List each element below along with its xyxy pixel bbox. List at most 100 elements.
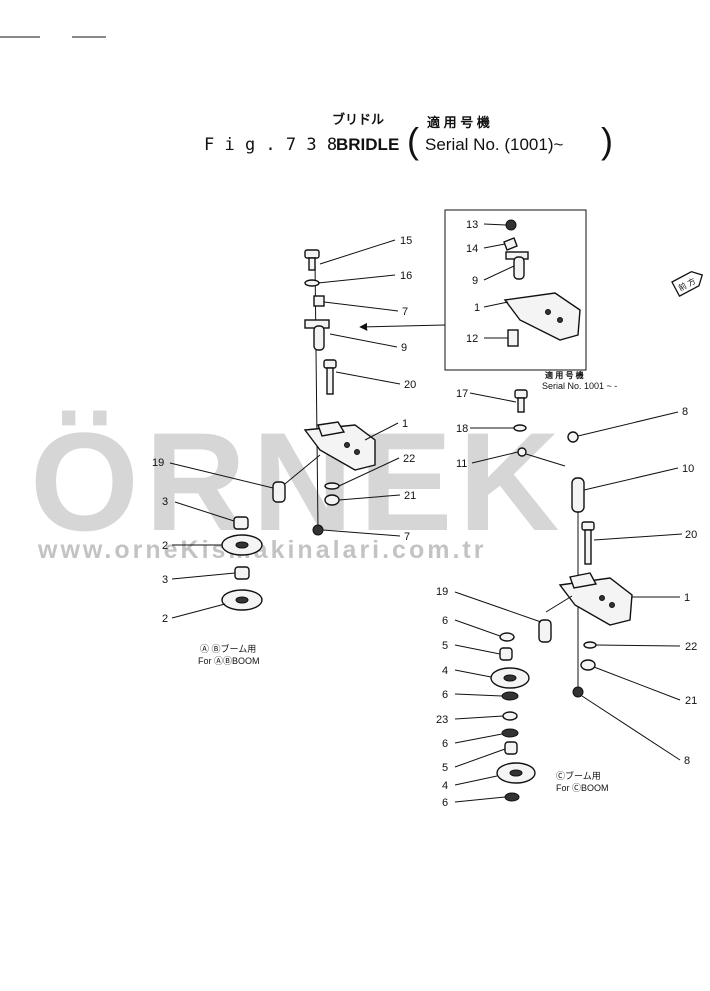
left-assembly xyxy=(221,249,376,611)
callout-22: 22 xyxy=(403,453,415,465)
serial-japanese: 適 用 号 機 xyxy=(427,115,490,130)
part-4-sheave-b xyxy=(496,762,536,784)
callout-19: 19 xyxy=(152,457,164,469)
part-5-collar-a xyxy=(499,647,513,661)
part-10-rod xyxy=(571,477,585,513)
callout-20: 20 xyxy=(685,529,697,541)
part-8-nut-lower xyxy=(572,686,584,698)
caption-right-english: For ⒸBOOM xyxy=(556,783,609,793)
part-7-nut-lower xyxy=(312,524,324,536)
part-9-pin xyxy=(304,319,330,351)
leader-lines xyxy=(169,223,683,803)
figure-label: F i g . 7 3 8 xyxy=(204,135,337,155)
watermark-brand: ÖRNEK xyxy=(30,403,566,560)
serial-open-paren: ( xyxy=(407,120,419,161)
callout-6: 6 xyxy=(442,615,448,627)
callout-1: 1 xyxy=(474,302,480,314)
callout-1: 1 xyxy=(684,592,690,604)
inset-part-9 xyxy=(505,251,529,280)
caption-right-japanese: Ⓒブーム用 xyxy=(556,770,601,781)
part-21-nut-left xyxy=(324,494,340,506)
callout-3: 3 xyxy=(162,496,168,508)
callout-21: 21 xyxy=(404,490,416,502)
part-5-collar-b xyxy=(504,741,518,755)
part-8-nut-upper xyxy=(567,431,579,443)
callout-17: 17 xyxy=(456,388,468,400)
callout-23: 23 xyxy=(436,714,448,726)
callout-16: 16 xyxy=(400,270,412,282)
callout-11: 11 xyxy=(456,458,467,470)
front-direction-tag: 前 方 xyxy=(671,270,704,298)
inset-part-14 xyxy=(503,237,518,251)
callout-8: 8 xyxy=(682,406,688,418)
callout-numbers: 15 16 7 9 20 1 22 21 7 19 3 2 3 2 13 14 … xyxy=(152,219,697,809)
part-2-sheave-a xyxy=(221,534,263,556)
part-1-bracket-left xyxy=(279,421,376,489)
callout-12: 12 xyxy=(466,333,478,345)
part-18-washer xyxy=(513,424,527,432)
inset-serial-variant: 適 用 号 機 Serial No. 1001 ~ - xyxy=(359,209,617,391)
callout-7: 7 xyxy=(404,531,410,543)
part-6-washer-b xyxy=(501,691,519,701)
callout-9: 9 xyxy=(401,342,407,354)
part-21-nut-right xyxy=(580,659,596,671)
callout-6: 6 xyxy=(442,797,448,809)
callout-1: 1 xyxy=(402,418,408,430)
callout-5: 5 xyxy=(442,640,448,652)
callout-8: 8 xyxy=(684,755,690,767)
watermark: ÖRNEK www.orneKismakinalari.com.tr xyxy=(30,403,566,564)
title-english: BRIDLE xyxy=(336,135,399,154)
callout-22: 22 xyxy=(685,641,697,653)
callout-6: 6 xyxy=(442,689,448,701)
part-2-sheave-b xyxy=(221,589,263,611)
right-assembly xyxy=(490,389,633,802)
callout-21: 21 xyxy=(685,695,697,707)
callout-15: 15 xyxy=(400,235,412,247)
part-3-collar-a xyxy=(233,516,249,530)
title-japanese: ブリドル xyxy=(332,112,384,127)
part-23-spacer xyxy=(502,711,518,721)
inset-serial-japanese: 適 用 号 機 xyxy=(545,370,584,380)
header: ブリドル F i g . 7 3 8 BRIDLE ( 適 用 号 機 Seri… xyxy=(204,112,613,161)
part-17-bolt xyxy=(514,389,528,413)
part-15-bolt xyxy=(304,249,320,271)
callout-2: 2 xyxy=(162,540,168,552)
callout-13: 13 xyxy=(466,219,478,231)
inset-serial-number: Serial No. 1001 ~ - xyxy=(542,381,617,391)
caption-left-japanese: Ⓐ Ⓑブーム用 xyxy=(200,643,256,654)
part-20-bolt-left xyxy=(323,359,337,395)
part-4-sheave-a xyxy=(490,667,530,689)
part-19-sleeve-left xyxy=(272,481,286,503)
callout-14: 14 xyxy=(466,243,478,255)
callout-20: 20 xyxy=(404,379,416,391)
part-3-collar-b xyxy=(234,566,250,580)
callout-6: 6 xyxy=(442,738,448,750)
part-6-washer-d xyxy=(504,792,520,802)
callout-3: 3 xyxy=(162,574,168,586)
part-1-bracket-right xyxy=(545,572,633,626)
watermark-url: www.orneKismakinalari.com.tr xyxy=(37,536,486,564)
part-6-washer-c xyxy=(501,728,519,738)
part-6-washer-a xyxy=(499,632,515,642)
inset-part-13 xyxy=(505,219,517,231)
captions: Ⓐ Ⓑブーム用 For ⒶⒷBOOM Ⓒブーム用 For ⒸBOOM xyxy=(198,643,609,793)
callout-18: 18 xyxy=(456,423,468,435)
inset-part-12 xyxy=(507,329,519,347)
part-22-washer-right xyxy=(583,641,597,649)
part-16-washer xyxy=(304,279,320,287)
part-22-washer-left xyxy=(324,482,340,490)
callout-4: 4 xyxy=(442,665,448,677)
serial-number: Serial No. (1001)~ xyxy=(425,135,564,154)
callout-4: 4 xyxy=(442,780,448,792)
callout-10: 10 xyxy=(682,463,694,475)
callout-2: 2 xyxy=(162,613,168,625)
callout-19: 19 xyxy=(436,586,448,598)
inset-part-1 xyxy=(503,292,581,341)
part-19-sleeve-right xyxy=(538,619,552,643)
serial-close-paren: ) xyxy=(601,120,613,161)
callout-9: 9 xyxy=(472,275,478,287)
callout-5: 5 xyxy=(442,762,448,774)
caption-left-english: For ⒶⒷBOOM xyxy=(198,656,260,666)
part-7-nut-upper xyxy=(313,295,325,307)
